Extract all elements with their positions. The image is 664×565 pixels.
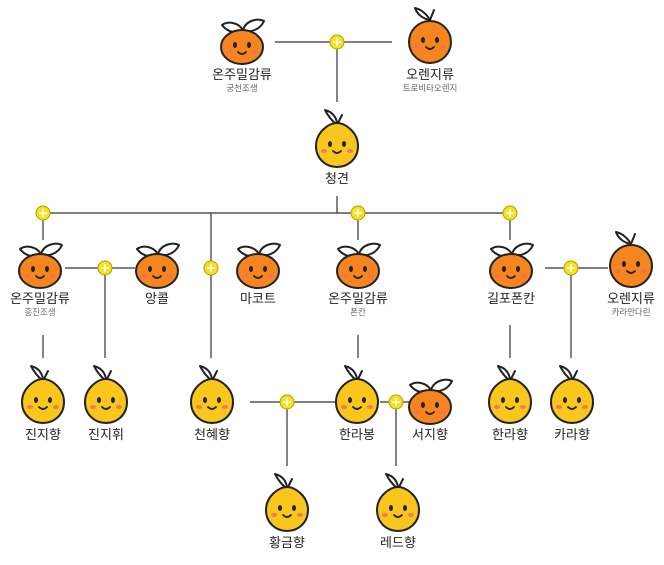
orange-leaf-icon — [135, 242, 180, 289]
connector-joint-icon — [35, 205, 51, 221]
node-redhyang: 레드향 — [353, 472, 443, 552]
node-orange-kara: 오렌지류 카라만다린 — [586, 228, 664, 319]
node-name: 서지향 — [412, 428, 448, 443]
orange-leaf-icon — [220, 18, 265, 65]
node-hwanggeumhyang: 황금향 — [242, 472, 332, 552]
orange-leaf-icon — [236, 242, 281, 289]
node-variety: 폰칸 — [350, 308, 366, 318]
yellow-citrus-icon — [375, 473, 421, 533]
node-onju-ponkan: 온주밀감류 폰칸 — [313, 240, 403, 319]
node-onju-gungcheon: 온주밀감류 궁천조생 — [197, 16, 287, 95]
node-name: 진지향 — [25, 428, 61, 443]
node-orange-trovita: 오렌지류 트로비타오렌지 — [385, 4, 475, 95]
node-name: 한라향 — [492, 428, 528, 443]
node-name: 한라봉 — [339, 428, 375, 443]
node-hallahyang: 한라향 — [465, 364, 555, 444]
node-name: 오렌지류 — [607, 292, 655, 307]
orange-leaf-icon — [489, 242, 534, 289]
node-name: 오렌지류 — [406, 68, 454, 83]
node-name: 길포폰칸 — [487, 292, 535, 307]
node-name: 온주밀감류 — [328, 292, 388, 307]
node-jinjihwi: 진지휘 — [61, 364, 151, 444]
connector-joint-icon — [279, 394, 295, 410]
connector-joint-icon — [502, 205, 518, 221]
node-variety: 흥진조생 — [24, 308, 56, 318]
node-jinjihyang: 진지향 — [0, 364, 88, 444]
node-gilpo-ponkan: 길포폰칸 — [466, 240, 556, 308]
yellow-citrus-icon — [334, 365, 380, 425]
yellow-citrus-icon — [83, 365, 129, 425]
orange-leaf-icon — [408, 378, 453, 425]
yellow-citrus-icon — [549, 365, 595, 425]
connector-joint-icon — [203, 260, 219, 276]
node-variety: 트로비타오렌지 — [402, 84, 458, 94]
connector-joint-icon — [97, 260, 113, 276]
connector-joint-icon — [329, 34, 345, 50]
node-cheonhyehyang: 천혜향 — [167, 364, 257, 444]
node-name: 온주밀감류 — [212, 68, 272, 83]
connector-joint-icon — [563, 260, 579, 276]
node-seojihyang: 서지향 — [385, 376, 475, 444]
node-onju-heungjin: 온주밀감류 흥진조생 — [0, 240, 85, 319]
node-makot: 마코트 — [213, 240, 303, 308]
node-variety: 궁천조생 — [226, 84, 258, 94]
yellow-citrus-icon — [314, 109, 360, 169]
node-name: 마코트 — [240, 292, 276, 307]
yellow-citrus-icon — [487, 365, 533, 425]
node-name: 천혜향 — [194, 428, 230, 443]
node-name: 황금향 — [269, 536, 305, 551]
yellow-citrus-icon — [264, 473, 310, 533]
connector-joint-icon — [388, 394, 404, 410]
orange-stem-icon — [408, 7, 452, 64]
orange-leaf-icon — [18, 242, 63, 289]
node-name: 앙콜 — [145, 292, 169, 307]
node-name: 온주밀감류 — [10, 292, 70, 307]
yellow-citrus-icon — [189, 365, 235, 425]
node-name: 레드향 — [380, 536, 416, 551]
node-angkol: 앙콜 — [112, 240, 202, 308]
orange-leaf-icon — [336, 242, 381, 289]
orange-stem-icon — [609, 231, 653, 288]
yellow-citrus-icon — [20, 365, 66, 425]
node-cheonggyeon: 청견 — [292, 108, 382, 188]
node-hallabong: 한라봉 — [312, 364, 402, 444]
node-name: 카라향 — [554, 428, 590, 443]
connector-joint-icon — [350, 205, 366, 221]
node-name: 청견 — [325, 172, 349, 187]
node-name: 진지휘 — [88, 428, 124, 443]
node-variety: 카라만다린 — [611, 308, 651, 318]
node-karahyang: 카라향 — [527, 364, 617, 444]
